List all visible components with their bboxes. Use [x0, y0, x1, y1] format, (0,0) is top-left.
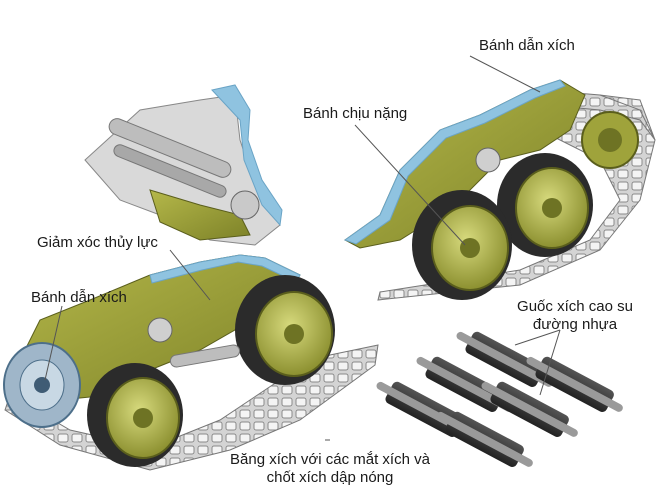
right-return-roller: [475, 147, 501, 173]
label-rubber-pad-line2: đường nhựa: [532, 316, 618, 333]
label-rubber-pad-line1: Guốc xích cao su: [517, 298, 633, 315]
left-drive-sprocket: [3, 342, 81, 428]
label-drive-wheel-left: Bánh dẫn xích: [31, 289, 127, 306]
label-road-wheel: Bánh chịu nặng: [303, 105, 408, 122]
leader-road-wheel: [354, 124, 466, 246]
left-assembly: [3, 254, 379, 471]
shock-absorber-cutaway: [84, 84, 283, 246]
label-track: Băng xích với các mắt xích và chốt xích …: [215, 451, 445, 487]
leader-rubber-pad-1: [514, 329, 561, 346]
left-road-wheel-front: [87, 363, 183, 467]
right-road-wheel-rear: [497, 153, 593, 257]
rubber-pad: [416, 356, 513, 412]
right-assembly: [343, 79, 656, 301]
label-track-line1: Băng xích với các mắt xích và: [230, 451, 430, 468]
left-return-roller: [147, 317, 173, 343]
right-road-wheel-front: [412, 190, 512, 300]
rubber-track-pads: [376, 331, 623, 467]
leader-lines: [44, 55, 561, 441]
right-sprocket-hub: [598, 128, 622, 152]
leader-drive-wheel-top: [469, 55, 541, 93]
leader-shock-absorber: [169, 249, 211, 301]
rubber-pad: [481, 381, 578, 437]
right-armor-edge: [343, 79, 566, 245]
left-road-wheel-rear: [235, 275, 335, 385]
leader-rubber-pad-2: [539, 329, 561, 396]
rubber-pad: [436, 411, 533, 467]
left-suspension-arm: [169, 344, 241, 368]
label-rubber-pad: Guốc xích cao su đường nhựa: [500, 298, 650, 334]
leader-drive-wheel-left: [44, 305, 63, 381]
label-shock-absorber: Giảm xóc thủy lực: [37, 234, 158, 251]
rubber-pad: [456, 331, 553, 387]
rubber-pad: [526, 356, 623, 412]
label-track-line2: chốt xích dập nóng: [266, 469, 394, 486]
label-drive-wheel-top: Bánh dẫn xích: [479, 37, 575, 54]
